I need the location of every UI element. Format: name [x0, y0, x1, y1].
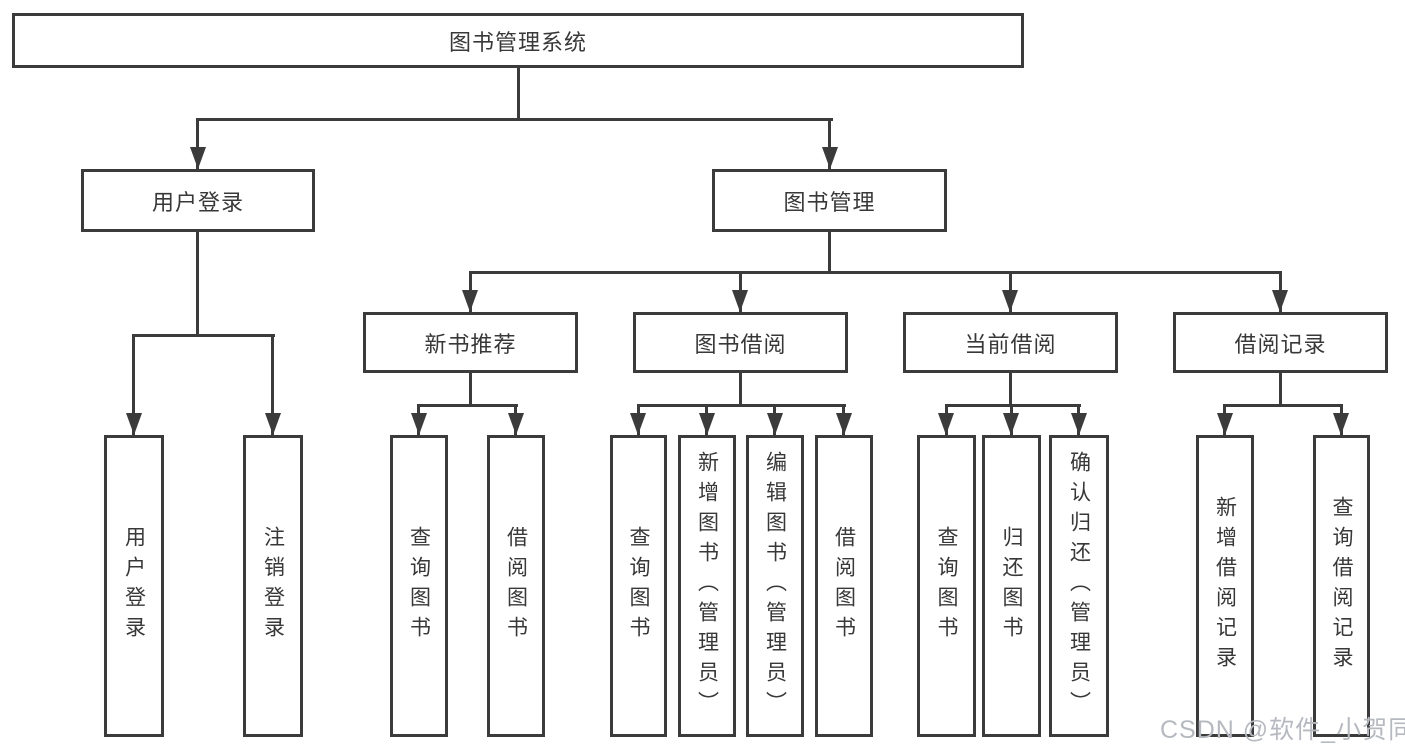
leaf-query-books-current: 查询图书: [917, 435, 976, 737]
node-borrowing-records: 借阅记录: [1173, 312, 1388, 373]
connector-line: [469, 271, 1282, 274]
arrowhead-down-icon: [508, 413, 524, 435]
node-book-borrowing: 图书借阅: [633, 312, 848, 373]
arrowhead-down-icon: [732, 290, 748, 312]
connector-line: [271, 334, 274, 435]
arrowhead-down-icon: [836, 413, 852, 435]
leaf-add-borrow-record: 新增借阅记录: [1196, 435, 1254, 737]
node-book-management: 图书管理: [712, 169, 947, 232]
leaf-query-books-recommend: 查询图书: [390, 435, 448, 737]
leaf-edit-book-admin: 编辑图书（管理员）: [746, 435, 804, 737]
connector-line: [1009, 373, 1012, 407]
arrowhead-down-icon: [822, 147, 838, 169]
connector-line: [637, 404, 846, 407]
node-library-system: 图书管理系统: [12, 13, 1024, 68]
leaf-borrow-books-borrowing: 借阅图书: [815, 435, 873, 737]
leaf-return-book: 归还图书: [982, 435, 1041, 737]
connector-line: [196, 118, 833, 121]
connector-line: [417, 404, 518, 407]
connector-line: [1223, 404, 1343, 407]
leaf-borrow-books-recommend: 借阅图书: [487, 435, 545, 737]
arrowhead-down-icon: [265, 413, 281, 435]
connector-line: [132, 334, 275, 337]
connector-line: [945, 404, 1081, 407]
arrowhead-down-icon: [462, 290, 478, 312]
leaf-query-books-borrowing: 查询图书: [610, 435, 667, 737]
leaf-logout: 注销登录: [243, 435, 303, 737]
connector-line: [196, 118, 199, 169]
leaf-query-borrow-record: 查询借阅记录: [1313, 435, 1370, 737]
leaf-confirm-return-admin: 确认归还（管理员）: [1049, 435, 1109, 737]
arrowhead-down-icon: [1002, 290, 1018, 312]
node-user-login: 用户登录: [81, 169, 315, 232]
connector-line: [517, 68, 520, 118]
connector-line: [469, 373, 472, 407]
arrowhead-down-icon: [630, 413, 646, 435]
node-current-borrowing: 当前借阅: [903, 312, 1118, 373]
connector-line: [196, 232, 199, 334]
connector-line: [828, 118, 831, 169]
connector-line: [132, 334, 135, 435]
arrowhead-down-icon: [190, 147, 206, 169]
connector-line: [739, 373, 742, 407]
arrowhead-down-icon: [126, 413, 142, 435]
arrowhead-down-icon: [938, 413, 954, 435]
arrowhead-down-icon: [1333, 413, 1349, 435]
leaf-add-book-admin: 新增图书（管理员）: [678, 435, 736, 737]
node-new-book-recommend: 新书推荐: [363, 312, 578, 373]
csdn-watermark: CSDN @软件_小贺同学: [1160, 716, 1405, 744]
connector-line: [828, 232, 831, 273]
arrowhead-down-icon: [1071, 413, 1087, 435]
arrowhead-down-icon: [767, 413, 783, 435]
connector-line: [1279, 373, 1282, 407]
arrowhead-down-icon: [411, 413, 427, 435]
arrowhead-down-icon: [699, 413, 715, 435]
arrowhead-down-icon: [1217, 413, 1233, 435]
arrowhead-down-icon: [1272, 290, 1288, 312]
arrowhead-down-icon: [1003, 413, 1019, 435]
leaf-user-login: 用户登录: [104, 435, 164, 737]
